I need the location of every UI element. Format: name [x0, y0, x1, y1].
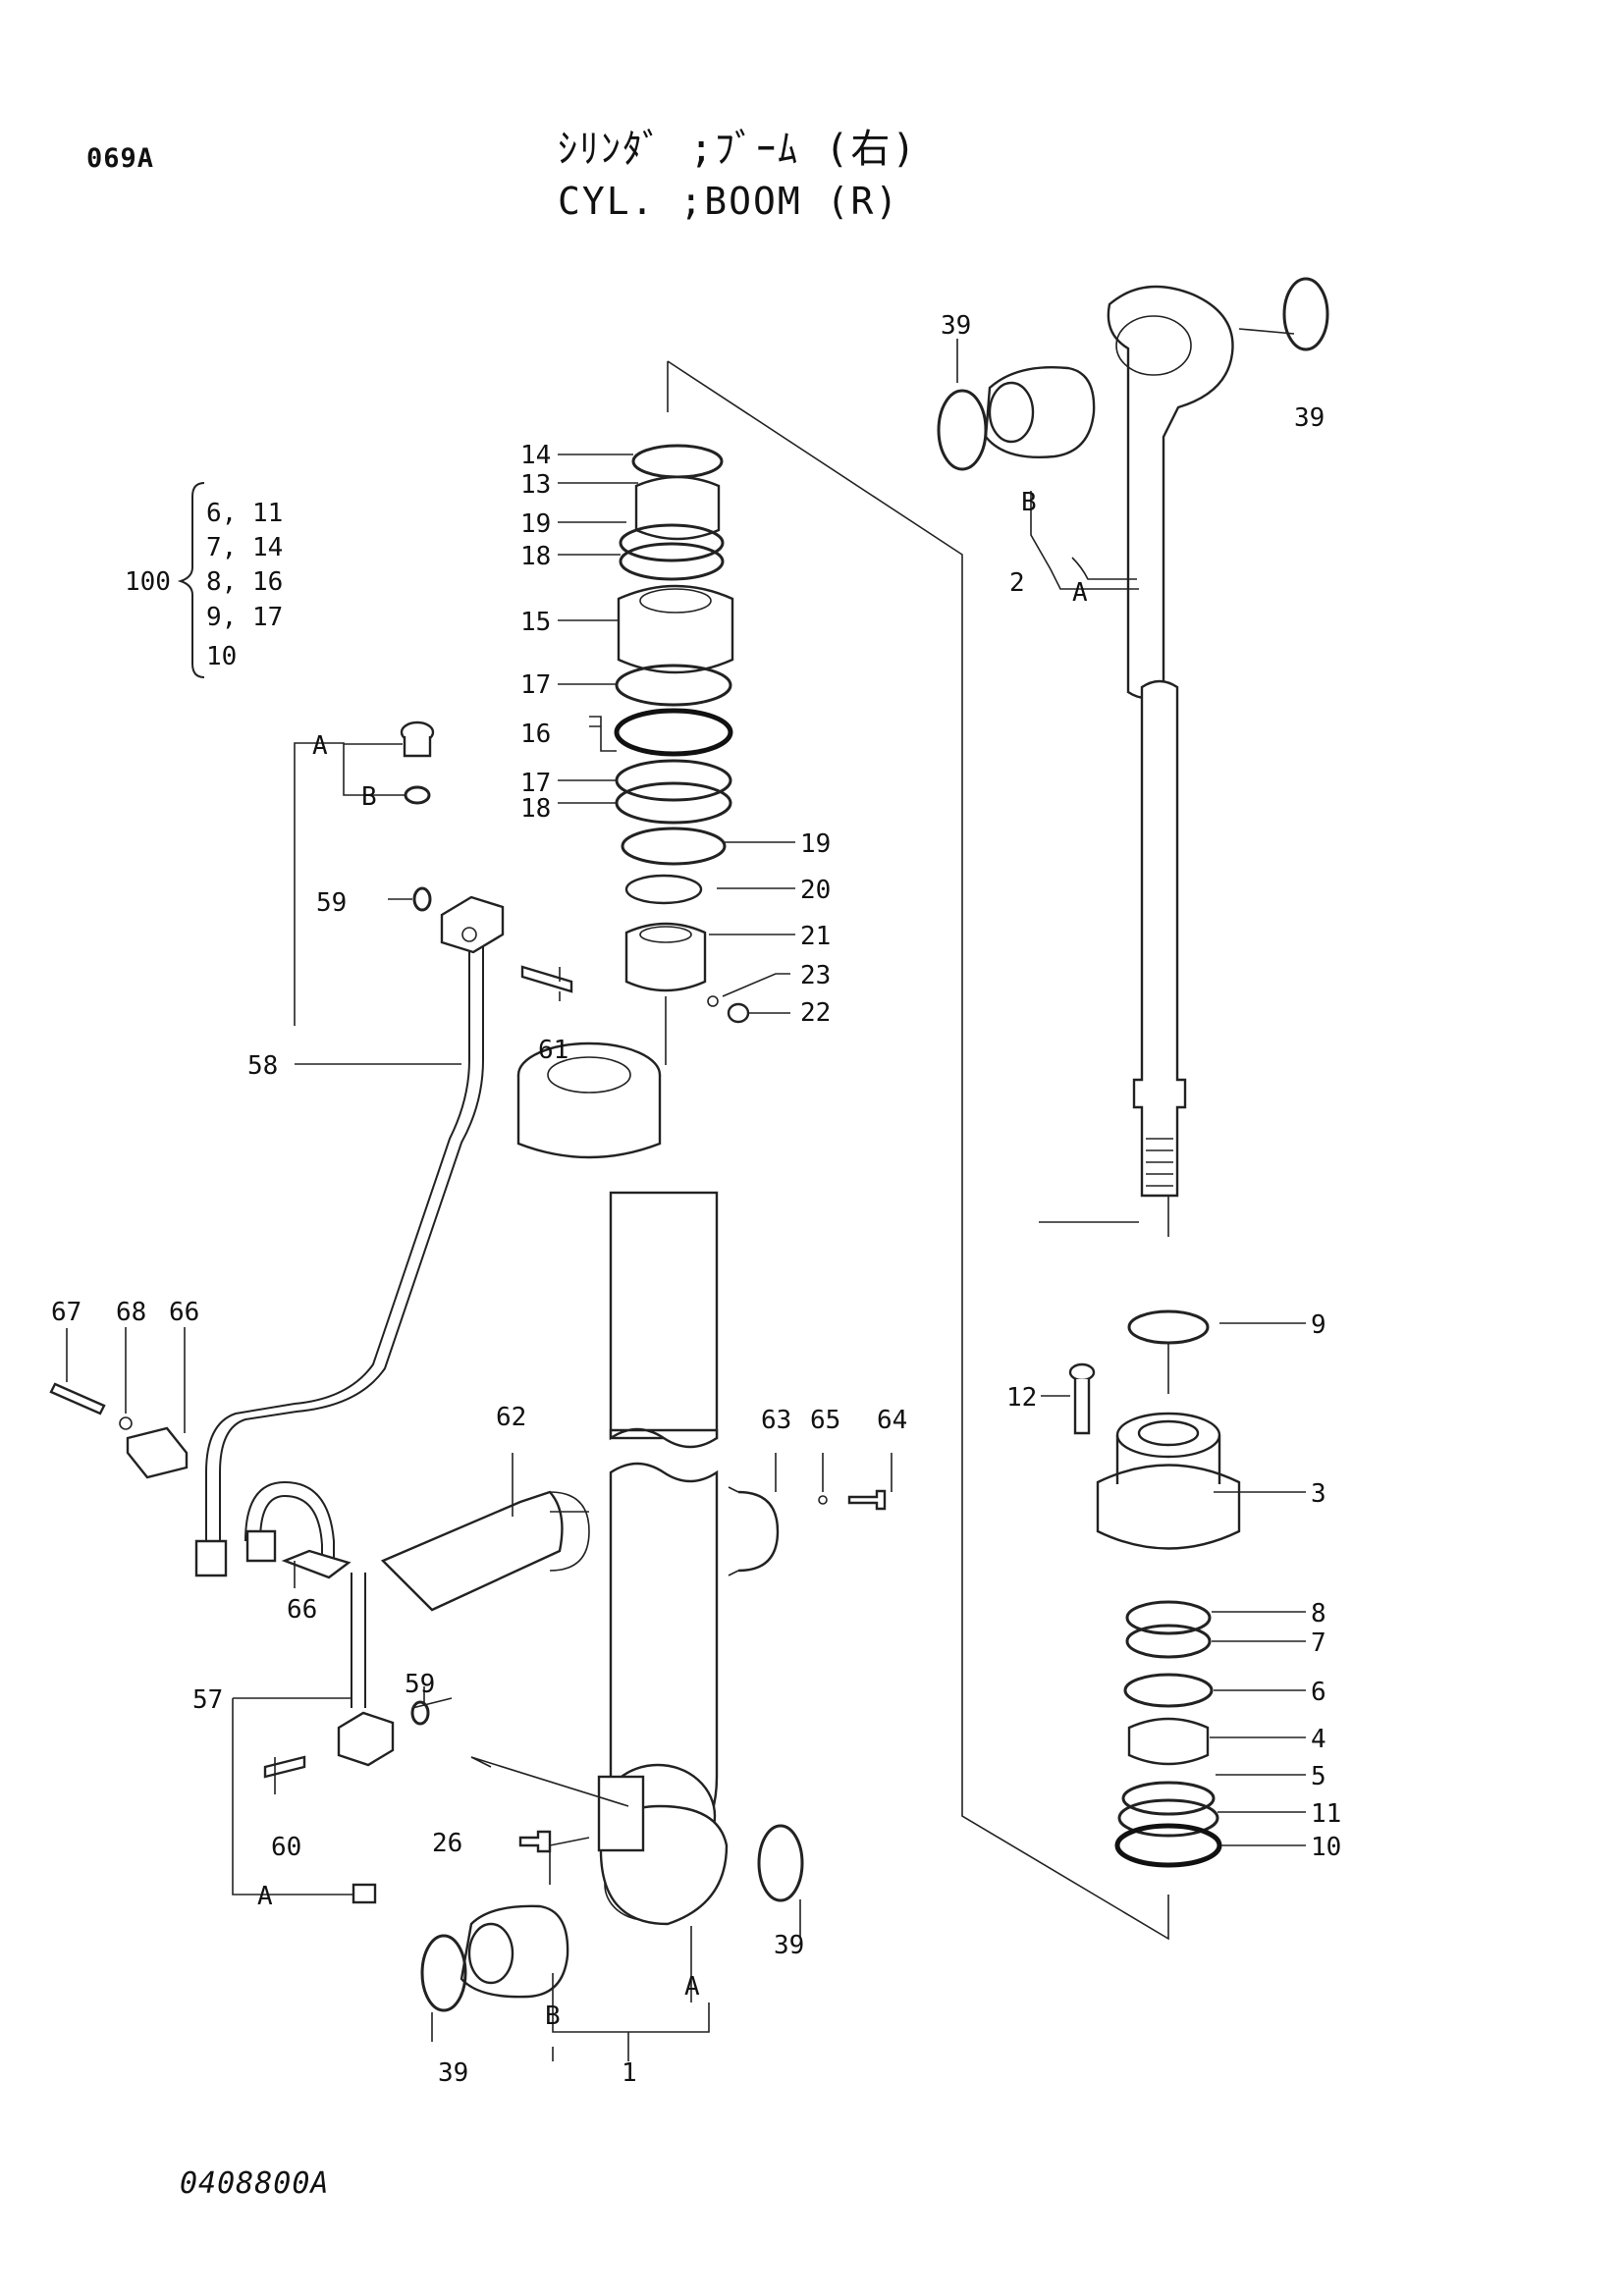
- dust-seal-ring: [1282, 277, 1329, 351]
- drawing-number: 0408800A: [180, 2166, 330, 2201]
- callout-label: 57: [192, 1685, 223, 1715]
- pipe-fittings: [194, 1529, 352, 1579]
- callout-label: 18: [520, 542, 551, 571]
- callout-label: 12: [1006, 1383, 1037, 1413]
- reference-letter: A: [257, 1882, 273, 1911]
- callout-label: 17: [520, 670, 551, 700]
- callout-label: 39: [941, 311, 971, 341]
- reference-letter: B: [545, 2002, 561, 2031]
- callout-label: 8: [1311, 1599, 1326, 1629]
- seal-kit-item: 9, 17: [206, 603, 284, 632]
- callout-label: 58: [247, 1051, 278, 1081]
- seal-kit-item: 7, 14: [206, 533, 284, 562]
- dust-seal-ring: [420, 1934, 467, 2012]
- dust-seal-ring: [757, 1824, 804, 1902]
- rod-seal-stack: [1114, 1309, 1222, 1868]
- reference-letter: A: [1072, 578, 1088, 608]
- seal-kit-item: 10: [206, 642, 238, 671]
- legend-brace: [177, 482, 205, 678]
- callout-label: 14: [520, 441, 551, 470]
- barrel-end-bushing: [460, 1904, 569, 1999]
- cylinder-barrel: [516, 1041, 729, 1926]
- seal-kit-item: 6, 11: [206, 499, 284, 528]
- callout-label: 17: [520, 769, 551, 798]
- callout-label: 68: [116, 1298, 146, 1327]
- callout-label: 67: [51, 1298, 81, 1327]
- callout-label: 22: [800, 998, 831, 1028]
- flange-bolt: [263, 1755, 306, 1779]
- callout-label: 66: [169, 1298, 199, 1327]
- gland-bolt: [1068, 1362, 1096, 1435]
- callout-label: 62: [496, 1403, 526, 1432]
- clamp-block-bolt: [49, 1382, 106, 1415]
- callout-label: 39: [438, 2058, 468, 2088]
- callout-label: 60: [271, 1833, 301, 1862]
- section-code: 069A: [86, 143, 155, 174]
- reference-letter: B: [361, 782, 377, 812]
- seal-kit-number: 100: [125, 567, 171, 597]
- assembly-guide-line: [667, 360, 1169, 1941]
- callout-label: 65: [810, 1406, 840, 1435]
- clamp-block-washer: [119, 1416, 133, 1430]
- callout-label: 2: [1009, 568, 1025, 598]
- gland-nut: [1096, 1412, 1241, 1550]
- callout-label: 20: [800, 876, 831, 905]
- callout-label: 23: [800, 961, 831, 990]
- callout-label: 4: [1311, 1725, 1326, 1754]
- callout-label: 3: [1311, 1479, 1326, 1509]
- callout-label: 39: [774, 1931, 804, 1960]
- callout-label: 64: [877, 1406, 907, 1435]
- title-japanese: ｼﾘﾝﾀﾞ ;ﾌﾞｰﾑ (右): [558, 127, 918, 172]
- pipe-plug: [352, 1883, 377, 1904]
- callout-label: 59: [316, 888, 347, 918]
- o-ring: [404, 785, 431, 805]
- callout-label: 9: [1311, 1310, 1326, 1340]
- grease-fitting: [518, 1830, 552, 1853]
- callout-label: 10: [1311, 1833, 1341, 1862]
- callout-label: 66: [287, 1595, 317, 1625]
- reference-letter: B: [1021, 488, 1037, 517]
- callout-label: 6: [1311, 1678, 1326, 1707]
- cylinder-head-stack: [614, 444, 750, 1065]
- reference-letter: A: [684, 1972, 700, 2002]
- backup-ring: [1127, 1309, 1210, 1345]
- callout-label: 59: [405, 1670, 435, 1699]
- clamp-bolt: [847, 1489, 887, 1511]
- dust-seal-ring: [937, 389, 988, 471]
- pipe-flange-upper: [440, 895, 505, 954]
- callout-label: 1: [622, 2058, 637, 2088]
- piston-rod: [1107, 285, 1234, 1198]
- rod-eye-bushing: [984, 366, 1096, 458]
- pipe-clamp-bracket: [380, 1490, 590, 1612]
- callout-label: 61: [538, 1036, 568, 1065]
- pipe-flange-lower: [337, 1711, 395, 1767]
- seal-kit-item: 8, 16: [206, 567, 284, 597]
- o-ring: [410, 1700, 430, 1726]
- callout-label: 19: [520, 509, 551, 539]
- leader-lines: [66, 328, 1306, 2061]
- clamp-washer: [818, 1495, 828, 1505]
- callout-label: 26: [432, 1829, 462, 1858]
- callout-label: 21: [800, 922, 831, 951]
- pipe-clamp: [728, 1486, 780, 1576]
- flange-bolt: [520, 965, 573, 993]
- callout-label: 16: [520, 720, 551, 749]
- callout-label: 5: [1311, 1762, 1326, 1791]
- title-english: CYL. ;BOOM (R): [558, 180, 900, 223]
- callout-label: 7: [1311, 1629, 1326, 1658]
- pipe-plug: [400, 721, 435, 758]
- hydraulic-pipe: [205, 934, 484, 1708]
- callout-label: 13: [520, 470, 551, 500]
- reference-letter: A: [312, 731, 328, 761]
- callout-label: 15: [520, 608, 551, 637]
- o-ring: [412, 886, 432, 912]
- callout-label: 18: [520, 794, 551, 824]
- callout-label: 63: [761, 1406, 791, 1435]
- callout-label: 11: [1311, 1799, 1341, 1829]
- callout-label: 19: [800, 829, 831, 859]
- clamp-block: [126, 1426, 189, 1479]
- callout-label: 39: [1294, 403, 1325, 433]
